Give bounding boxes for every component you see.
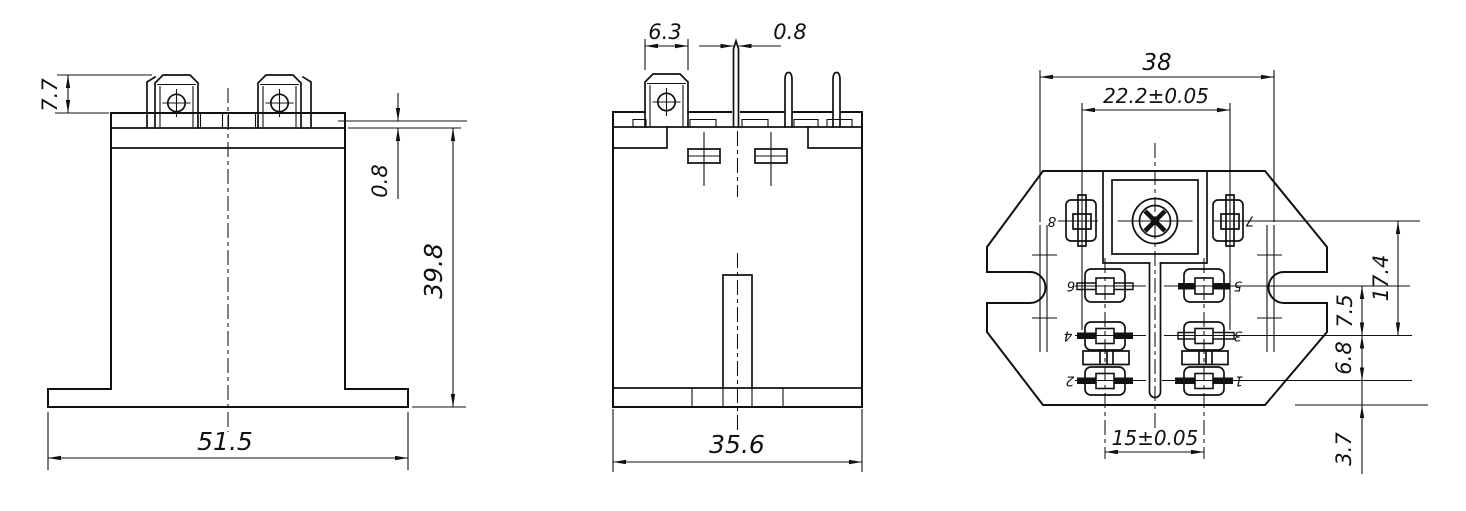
dim-bottom-blade-spacing: 22.2±0.05: [1081, 84, 1231, 330]
pin-label-3: 3: [1234, 328, 1243, 344]
dim-front-cover-lip: 0.8: [338, 93, 467, 199]
bottom-side-mount-slots: [1032, 225, 1282, 352]
front-top-band-slots: [199, 113, 257, 128]
pin-label-2: 2: [1066, 373, 1075, 389]
dim-side-pin-thickness-text: 0.8: [773, 20, 806, 44]
side-bottom-strip-joints: [691, 388, 784, 407]
dim-bottom-row-gap-lower-text: 6.8: [1332, 341, 1356, 374]
nut-left: [1082, 350, 1130, 366]
dim-bottom-field-height: 17.4: [1369, 221, 1401, 336]
pin-label-4: 4: [1064, 328, 1073, 344]
dim-front-body-height: 39.8: [412, 128, 466, 408]
dim-bottom-slot-span: 38: [1039, 50, 1275, 222]
side-latch-windows: [687, 148, 788, 164]
dim-bottom-slot-span-text: 38: [1142, 50, 1171, 76]
dim-bottom-edge-offset: 3.7: [1332, 381, 1365, 474]
bottom-flange-outline: [986, 170, 1328, 406]
pin-label-6: 6: [1067, 278, 1076, 294]
front-body-outline: [47, 112, 409, 408]
front-view: 7.7 0.8 39.8 51.5: [38, 74, 467, 470]
dim-side-terminal-width-text: 6.3: [648, 20, 681, 44]
side-contact-pins: [784, 71, 841, 128]
dim-front-base-width: 51.5: [47, 412, 409, 470]
dim-bottom-row-gap-upper-text: 7.5: [1333, 294, 1357, 327]
pin-label-7: 7: [1245, 213, 1254, 229]
dim-bottom-row-gap-upper: 7.5: [1333, 286, 1365, 336]
side-top-band-slots: [632, 118, 853, 127]
side-cap-steps: [612, 126, 863, 149]
bottom-core-square: [1102, 170, 1208, 264]
pin-label-8: 8: [1048, 213, 1057, 229]
dim-front-terminal-height-text: 7.7: [38, 78, 62, 112]
side-coil-pin: [732, 38, 740, 128]
dim-side-terminal-width: 6.3: [644, 20, 689, 70]
dim-bottom-blade-spacing-text: 22.2±0.05: [1103, 84, 1209, 108]
dim-front-cover-lip-text: 0.8: [368, 164, 392, 197]
nut-right: [1181, 350, 1229, 366]
bottom-row-centerlines: [1058, 220, 1428, 406]
blade-7: [1220, 194, 1240, 247]
pin-label-1: 1: [1235, 373, 1244, 389]
dim-front-terminal-height: 7.7: [38, 74, 152, 114]
bottom-column-centerlines: [1104, 258, 1205, 459]
dim-front-body-height-text: 39.8: [419, 243, 448, 299]
side-view: 6.3 0.8 35.6: [612, 20, 863, 472]
dim-side-body-width: 35.6: [612, 409, 863, 472]
front-terminal-wings: [146, 75, 312, 128]
dim-bottom-column-spacing-text: 15±0.05: [1112, 426, 1199, 450]
blade-8: [1072, 194, 1092, 247]
pin-label-5: 5: [1234, 278, 1243, 294]
side-latch-window-lines: [688, 132, 787, 186]
dim-bottom-row-gap-lower: 6.8: [1332, 335, 1365, 381]
dim-side-body-width-text: 35.6: [709, 430, 765, 459]
dim-bottom-edge-offset-text: 3.7: [1332, 432, 1356, 466]
bottom-view: 38 22.2±0.05 17.4 7.5 6.8 3.7 15±0.05: [986, 50, 1428, 474]
dim-bottom-column-spacing: 15±0.05: [1105, 426, 1204, 455]
dim-front-base-width-text: 51.5: [197, 427, 253, 456]
dim-side-pin-thickness: 0.8: [699, 20, 807, 49]
dim-bottom-field-height-text: 17.4: [1369, 255, 1393, 302]
